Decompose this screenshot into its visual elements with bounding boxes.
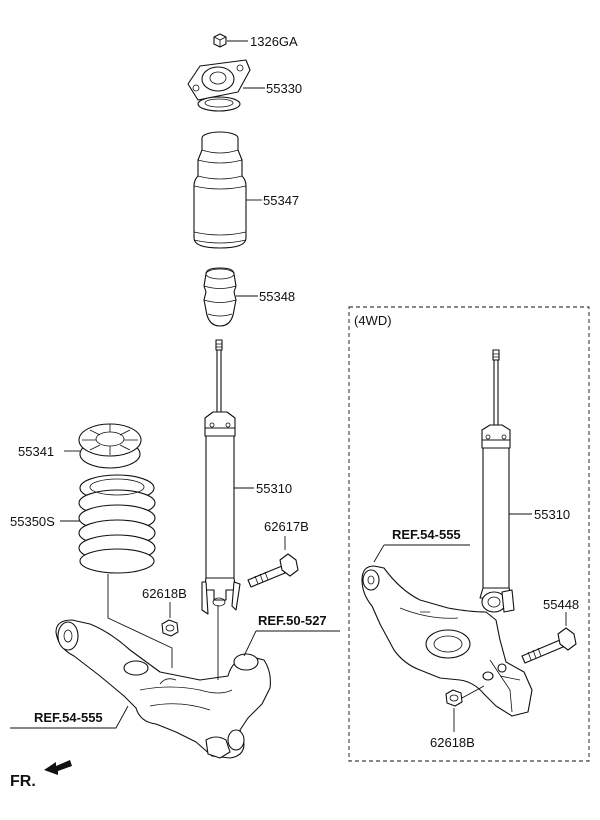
label-55347: 55347 [263,193,299,208]
shock-absorber-55310-left[interactable] [201,339,241,615]
label-62617B: 62617B [264,519,309,534]
label-55310-left: 55310 [256,481,292,496]
strut-mount-55330[interactable] [187,59,251,112]
bump-stopper-55348[interactable] [203,267,237,327]
label-55341: 55341 [18,444,54,459]
label-55310-right: 55310 [534,507,570,522]
label-55448: 55448 [543,597,579,612]
bolt-55448[interactable] [521,627,577,664]
front-indicator-label: FR. [10,773,36,790]
dust-cover-55347[interactable] [193,131,247,249]
ref-54-555-right[interactable]: REF.54-555 [392,527,461,542]
nut-1326GA[interactable] [213,33,227,48]
front-arrow-icon [44,760,72,775]
lower-arm-right[interactable] [361,565,533,717]
label-1326GA: 1326GA [250,34,298,49]
leader-ref-50-527 [243,630,340,657]
lower-arm-left[interactable] [55,619,271,759]
label-55350S: 55350S [10,514,55,529]
ref-50-527[interactable]: REF.50-527 [258,613,327,628]
section-4wd-title: (4WD) [354,313,392,328]
leader-spring-seat [107,574,173,668]
label-62618B-right: 62618B [430,735,475,750]
label-55330: 55330 [266,81,302,96]
spring-pad-55341[interactable] [78,423,142,469]
ref-54-555-left[interactable]: REF.54-555 [34,710,103,725]
nut-62618B-right[interactable] [445,689,463,707]
nut-62618B-left[interactable] [161,619,179,637]
label-55348: 55348 [259,289,295,304]
label-62618B-left: 62618B [142,586,187,601]
section-4wd-box [348,306,590,762]
coil-spring-55350S[interactable] [78,474,156,574]
bolt-62617B[interactable] [247,553,299,588]
leader-ref-54-555-right [373,544,470,563]
shock-absorber-55310-right[interactable] [479,349,515,613]
leader-ref-54-555-left [10,705,129,729]
leader-nut-right-to-arm [461,685,485,699]
